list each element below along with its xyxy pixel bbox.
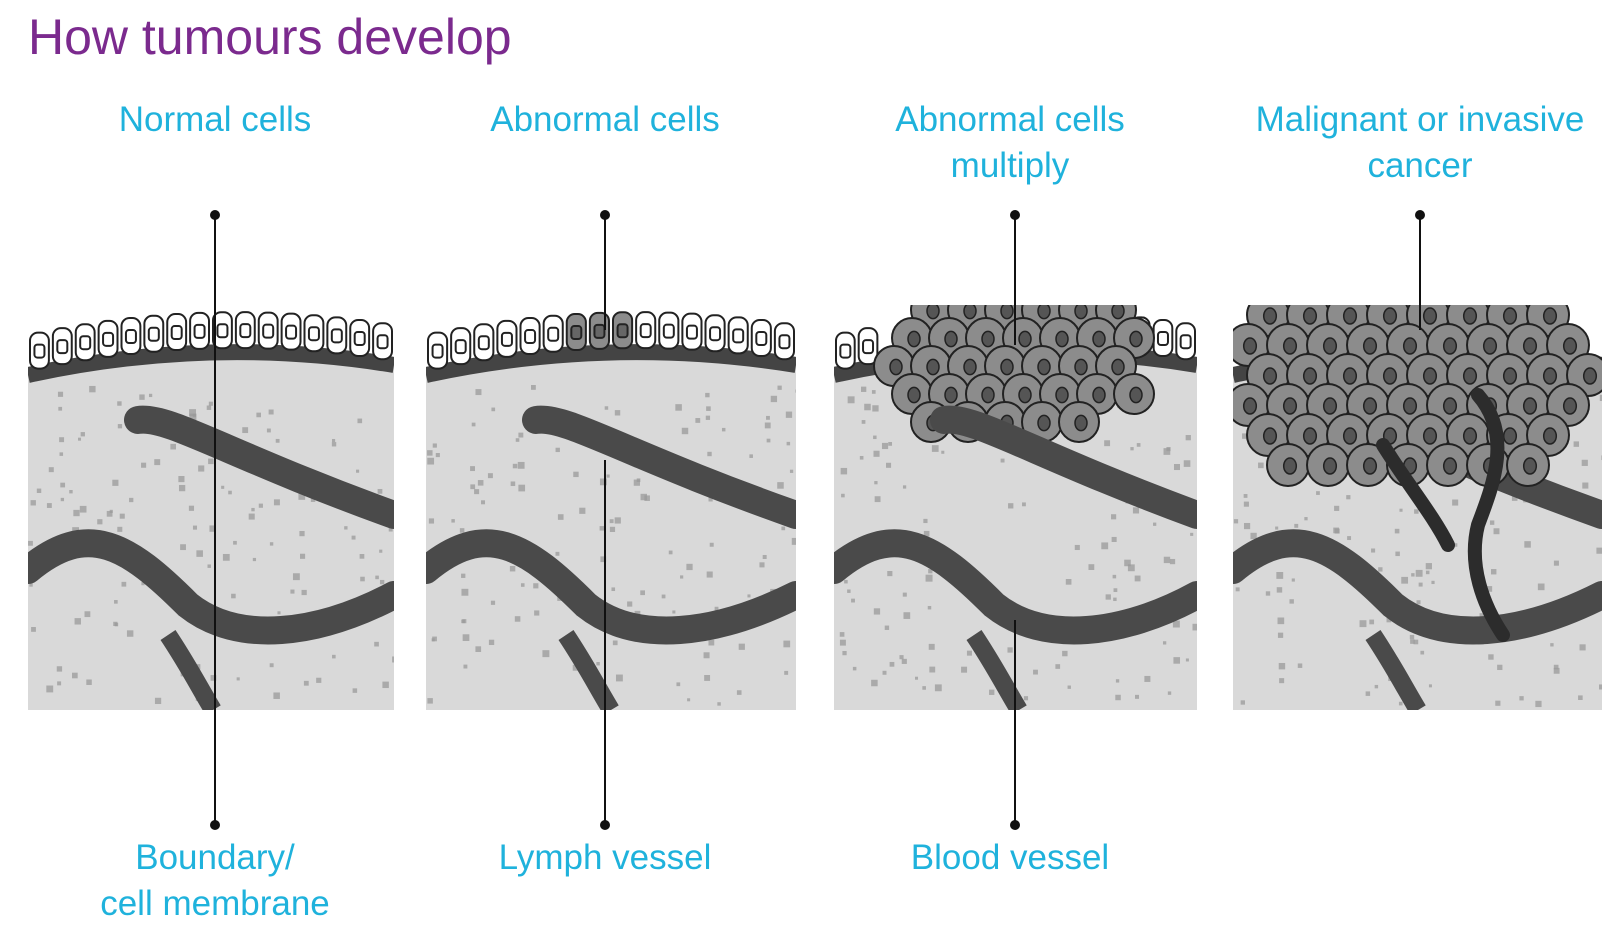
stage-label-line: Abnormal cells [490, 100, 720, 139]
stage-label-malignant-cancer: Malignant or invasive cancer [1230, 97, 1610, 189]
panel-abnormal-cells [426, 305, 796, 710]
stage-label-line: multiply [950, 146, 1070, 185]
stage-label-line: cancer [1367, 146, 1473, 185]
stage-label-abnormal-cells-multiply: Abnormal cells multiply [860, 97, 1160, 189]
bottom-label-boundary-membrane: Boundary/ cell membrane [70, 835, 360, 927]
bottom-label-line: Boundary/ [135, 838, 295, 877]
bottom-label-blood-vessel: Blood vessel [860, 835, 1160, 881]
stage-label-line: Malignant or invasive [1255, 100, 1585, 139]
bottom-label-line: Lymph vessel [498, 838, 712, 877]
panel-abnormal-cells-multiply [834, 305, 1197, 710]
bottom-label-line: cell membrane [100, 884, 330, 923]
malignant-tissue-illustration [1233, 305, 1602, 710]
diagram-title: How tumours develop [28, 9, 512, 65]
panel-normal-cells [28, 305, 394, 710]
stage-label-line: Normal cells [118, 100, 312, 139]
bottom-label-lymph-vessel: Lymph vessel [455, 835, 755, 881]
multiplying-tissue-illustration [834, 305, 1197, 710]
stage-label-normal-cells: Normal cells [75, 97, 355, 143]
panel-malignant-cancer [1233, 305, 1602, 710]
stage-label-abnormal-cells: Abnormal cells [455, 97, 755, 143]
stage-label-line: Abnormal cells [895, 100, 1125, 139]
bottom-label-line: Blood vessel [910, 838, 1110, 877]
abnormal-tissue-illustration [426, 311, 796, 710]
normal-tissue-illustration [28, 311, 394, 710]
